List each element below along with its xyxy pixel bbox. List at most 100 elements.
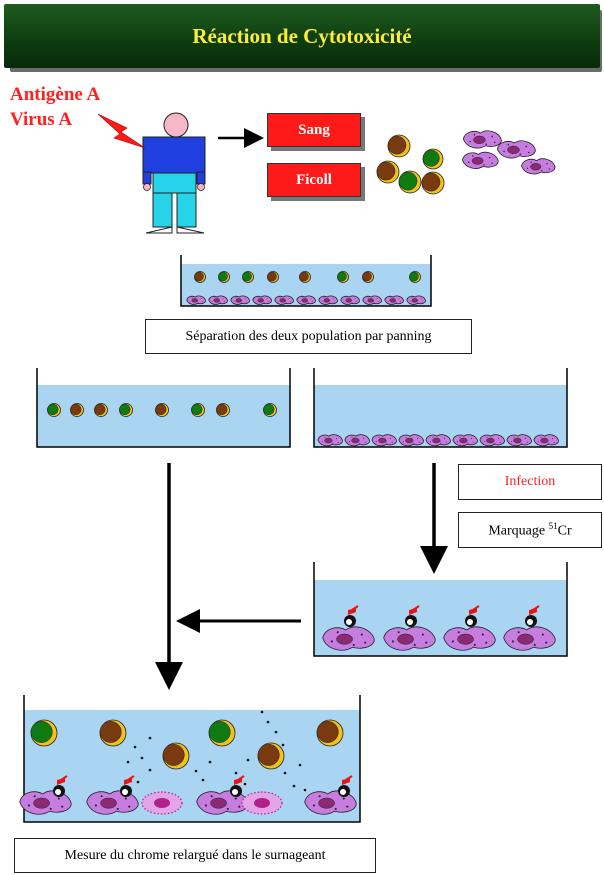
macrophage-icon bbox=[296, 295, 316, 305]
chromium-dot bbox=[281, 743, 285, 747]
panning-label: Séparation des deux population par panni… bbox=[185, 328, 432, 344]
lymphocyte-icon bbox=[216, 403, 230, 417]
chromium-dot bbox=[133, 745, 137, 749]
macrophage-icon bbox=[317, 434, 343, 447]
labelled-marker-icon bbox=[53, 775, 68, 797]
page-title: Réaction de Cytotoxicité bbox=[192, 24, 412, 48]
chromium-dot bbox=[140, 756, 144, 760]
chromium-dot bbox=[283, 771, 287, 775]
macrophage-icon bbox=[371, 434, 397, 447]
lymphocyte-icon bbox=[47, 403, 61, 417]
macrophage-icon bbox=[406, 295, 426, 305]
reaction-well bbox=[19, 695, 361, 823]
labelled-marker-icon bbox=[338, 775, 353, 797]
lysed-cell-icon bbox=[241, 791, 283, 815]
person-figure bbox=[142, 112, 206, 234]
lymphocyte-icon bbox=[362, 271, 374, 283]
macrophage-icon bbox=[443, 626, 496, 651]
macrophage-icon bbox=[425, 434, 451, 447]
macrophage-icon bbox=[496, 140, 536, 159]
macrophage-cluster bbox=[461, 130, 556, 175]
lymphocyte-icon bbox=[299, 271, 311, 283]
macrophage-icon bbox=[208, 295, 228, 305]
lymphocyte-icon bbox=[194, 271, 206, 283]
macrophage-icon bbox=[461, 151, 499, 169]
lymphocyte-icon bbox=[242, 271, 254, 283]
macrophage-icon bbox=[340, 295, 360, 305]
infection-label: Infection bbox=[504, 474, 556, 489]
macrophage-icon bbox=[521, 158, 556, 175]
labelled-target-well bbox=[313, 562, 568, 657]
macrophage-icon bbox=[383, 626, 436, 651]
ficoll-label: Ficoll bbox=[296, 171, 332, 188]
mesure-box: Mesure du chrome relargué dans le surnag… bbox=[14, 838, 376, 873]
marquage-box: Marquage 51Cr bbox=[458, 512, 602, 548]
panning-well bbox=[180, 255, 432, 307]
labelled-marker-icon bbox=[120, 775, 135, 797]
macrophage-icon bbox=[533, 434, 559, 447]
macrophage-icon bbox=[318, 295, 338, 305]
lymphocyte-icon bbox=[162, 742, 190, 770]
macrophage-icon bbox=[362, 295, 382, 305]
lymphocyte-icon bbox=[155, 403, 169, 417]
sang-label: Sang bbox=[298, 121, 330, 138]
labelled-marker-icon bbox=[525, 605, 540, 627]
lymphocyte-icon bbox=[337, 271, 349, 283]
lymphocyte-cluster bbox=[376, 134, 445, 195]
labelled-marker-icon bbox=[230, 775, 245, 797]
macrophage-icon bbox=[506, 434, 532, 447]
marquage-label: Marquage 51Cr bbox=[488, 521, 571, 540]
chromium-dot bbox=[126, 760, 130, 764]
macrophage-icon bbox=[186, 295, 206, 305]
chromium-dot bbox=[148, 736, 152, 740]
lymphocyte-well bbox=[36, 368, 291, 448]
antigen-label: Antigène A Virus A bbox=[10, 82, 100, 132]
macrophage-icon bbox=[452, 434, 478, 447]
macrophage-icon bbox=[479, 434, 505, 447]
labelled-marker-icon bbox=[405, 605, 420, 627]
panning-box: Séparation des deux population par panni… bbox=[145, 319, 472, 354]
chromium-dot bbox=[298, 763, 302, 767]
lymphocyte-icon bbox=[94, 403, 108, 417]
chromium-dot bbox=[266, 720, 270, 724]
labelled-marker-icon bbox=[344, 605, 359, 627]
chromium-dot bbox=[234, 771, 238, 775]
macrophage-icon bbox=[384, 295, 404, 305]
infection-box: Infection bbox=[458, 464, 602, 500]
lymphocyte-icon bbox=[263, 403, 277, 417]
lymphocyte-icon bbox=[119, 403, 133, 417]
sang-box: Sang bbox=[267, 113, 361, 147]
chromium-dot bbox=[246, 758, 250, 762]
lymphocyte-icon bbox=[422, 148, 444, 170]
lymphocyte-icon bbox=[398, 170, 422, 194]
lymphocyte-icon bbox=[421, 171, 445, 195]
chromium-dot bbox=[243, 782, 247, 786]
lymphocyte-icon bbox=[409, 271, 421, 283]
lymphocyte-icon bbox=[218, 271, 230, 283]
chromium-dot bbox=[148, 768, 152, 772]
chromium-dot bbox=[260, 710, 264, 714]
marquage-element: Cr bbox=[557, 523, 572, 539]
chromium-dot bbox=[208, 760, 212, 764]
mesure-label: Mesure du chrome relargué dans le surnag… bbox=[64, 847, 326, 863]
macrophage-icon bbox=[462, 130, 502, 149]
chromium-dot bbox=[292, 784, 296, 788]
lysed-cell-icon bbox=[141, 791, 183, 815]
macrophage-icon bbox=[503, 626, 556, 651]
macrophage-icon bbox=[398, 434, 424, 447]
antigen-line-2: Virus A bbox=[10, 109, 73, 130]
marquage-isotope-mass: 51 bbox=[548, 520, 558, 531]
lymphocyte-icon bbox=[191, 403, 205, 417]
lymphocyte-icon bbox=[267, 271, 279, 283]
lymphocyte-icon bbox=[316, 719, 344, 747]
lymphocyte-icon bbox=[30, 719, 58, 747]
lymphocyte-icon bbox=[387, 134, 411, 158]
macrophage-icon bbox=[230, 295, 250, 305]
lymphocyte-icon bbox=[99, 719, 127, 747]
macrophage-icon bbox=[252, 295, 272, 305]
title-banner bbox=[4, 4, 600, 68]
macrophage-well bbox=[313, 368, 568, 448]
macrophage-icon bbox=[274, 295, 294, 305]
labelled-marker-icon bbox=[465, 605, 480, 627]
